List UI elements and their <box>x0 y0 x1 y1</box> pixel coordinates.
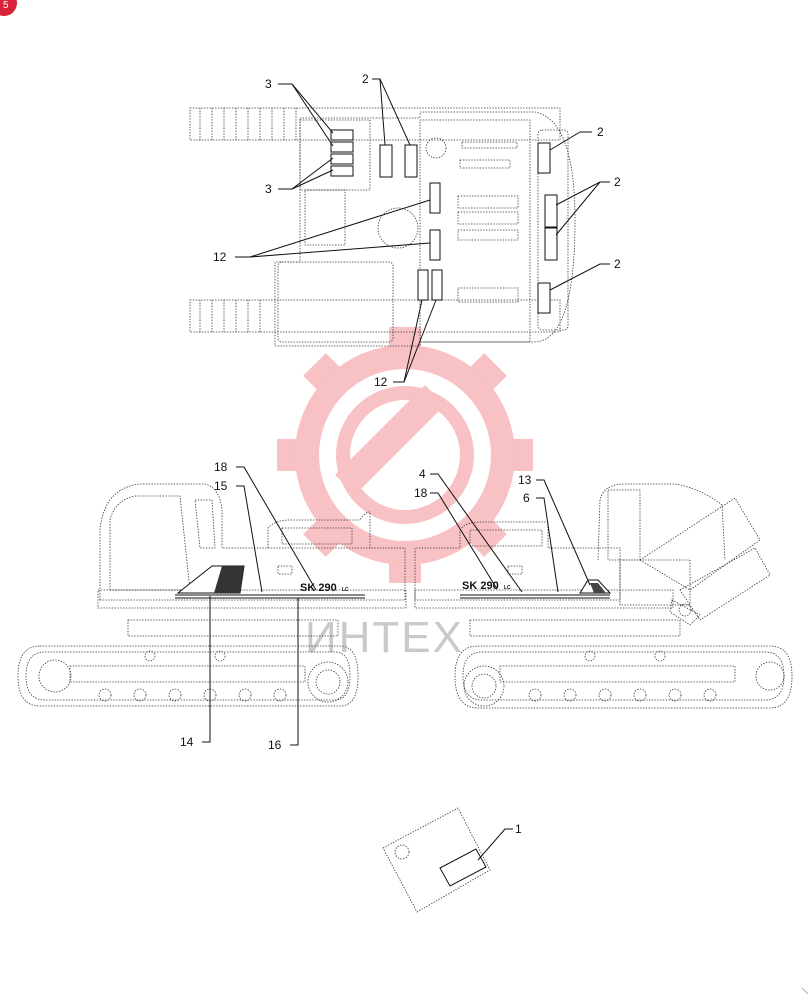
callout-13: 13 <box>518 473 532 487</box>
callout-2-right-b: 2 <box>614 175 621 189</box>
right-side-callouts: 4 18 13 6 <box>414 467 532 505</box>
callout-12-bottom: 12 <box>374 375 388 389</box>
callout-3-lower: 3 <box>265 182 272 196</box>
decal-sheet: 1 <box>382 807 522 913</box>
callout-3-upper: 3 <box>265 77 272 91</box>
right-model-decal: SK 290 <box>462 580 499 592</box>
left-model-suffix: LC <box>342 587 349 593</box>
callout-1: 1 <box>515 822 522 836</box>
callout-6: 6 <box>523 491 530 505</box>
callout-2-right-a: 2 <box>597 125 604 139</box>
callout-4: 4 <box>419 467 426 481</box>
callout-14: 14 <box>180 735 194 749</box>
top-view-plan <box>189 107 576 347</box>
right-model-suffix: LC <box>504 585 511 591</box>
right-side-leaders <box>430 473 591 593</box>
left-side-callouts: 18 15 14 16 <box>180 460 282 752</box>
watermark-text: ИНТЕХ <box>305 613 464 662</box>
top-view-leaders <box>235 78 610 383</box>
left-side-leaders <box>202 466 317 746</box>
callout-2-right-c: 2 <box>614 257 621 271</box>
corner-badge: 5 <box>0 0 17 16</box>
right-side-view: SK 290 LC <box>414 483 793 709</box>
svg-text:5: 5 <box>3 0 9 11</box>
callout-18-right: 18 <box>414 486 428 500</box>
corner-tick <box>801 987 809 995</box>
callout-15: 15 <box>214 479 228 493</box>
callout-18-left: 18 <box>214 460 228 474</box>
left-side-view: SK 290 LC <box>17 483 407 707</box>
top-view-callouts: 3 2 2 2 2 3 12 12 <box>213 72 621 389</box>
callout-16: 16 <box>268 738 282 752</box>
callout-12-left: 12 <box>213 250 227 264</box>
watermark-gear-logo <box>277 327 533 583</box>
left-model-decal: SK 290 <box>300 582 337 594</box>
callout-2-mid: 2 <box>362 72 369 86</box>
